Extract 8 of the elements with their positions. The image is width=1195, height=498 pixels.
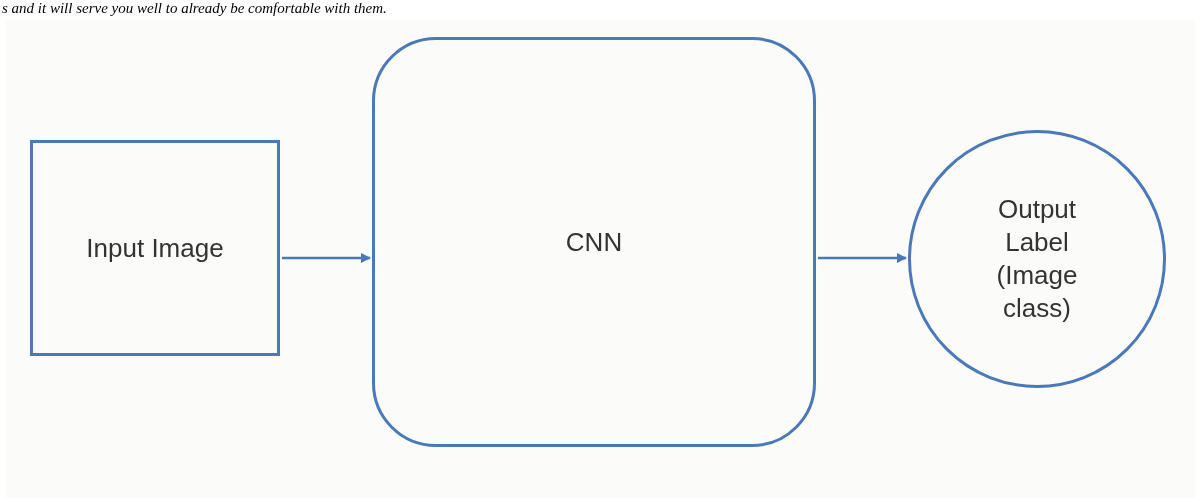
- arrow: [282, 253, 371, 263]
- arrow: [818, 253, 907, 263]
- node-label: Input Image: [86, 231, 224, 265]
- process-box: [372, 37, 816, 447]
- process-box: [30, 140, 280, 356]
- node-label: CNN: [565, 225, 623, 259]
- cut-off-text: s and it will serve you well to already be comfortable with them.: [2, 0, 387, 16]
- node-label: Output Label (Image class): [995, 193, 1079, 325]
